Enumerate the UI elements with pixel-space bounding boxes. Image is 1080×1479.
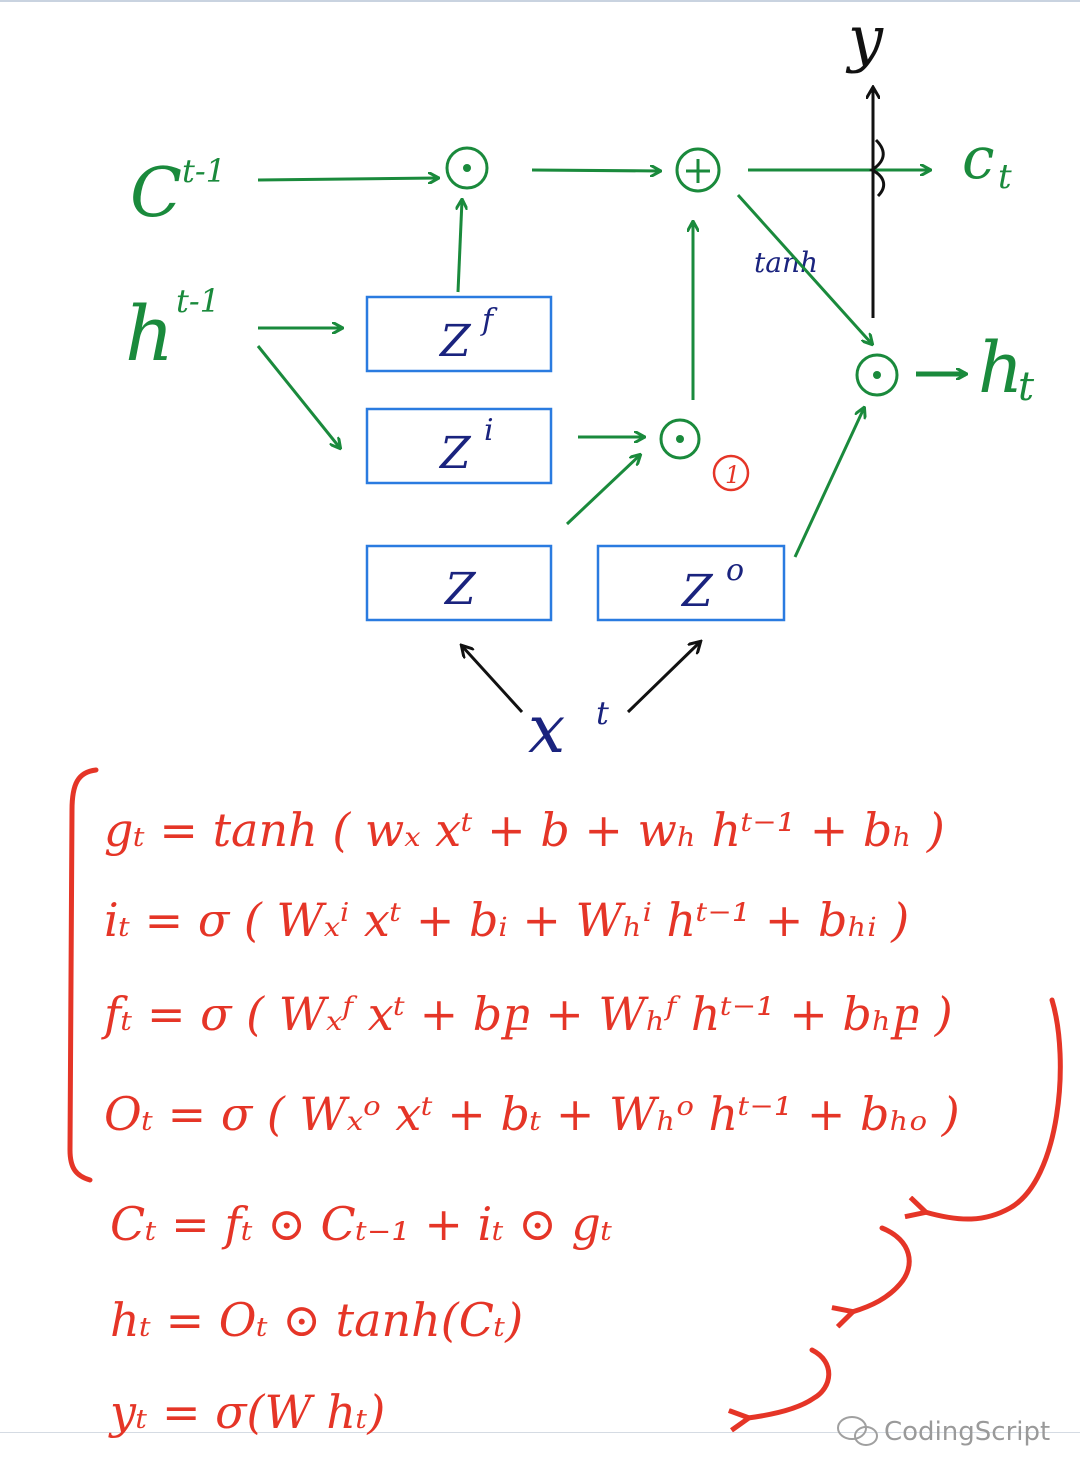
- equation-g: gₜ = tanh ( wₓ xᵗ + b + wₕ hᵗ⁻¹ + bₕ ): [104, 803, 945, 857]
- arrow-x-to-zo: [626, 642, 700, 714]
- green-arrows: [256, 170, 966, 558]
- input-multiply-node: [659, 418, 701, 460]
- forget-multiply-node: [445, 146, 489, 190]
- arrow-x-to-z: [462, 646, 524, 714]
- brace-crossing: [869, 138, 886, 198]
- equation-h: hₜ = Oₜ ⊙ tanh(Cₜ): [110, 1293, 523, 1347]
- arrow-cprev-to-forget: [257, 178, 438, 180]
- arrow-zo-to-outmul: [793, 408, 864, 558]
- c-t-label: c: [962, 124, 994, 192]
- equation-group-bracket: [67, 767, 99, 1183]
- arrow-add-to-outmul-tanh: [736, 193, 872, 344]
- h-t-sub: t: [1018, 364, 1035, 410]
- watermark: CodingScript: [837, 1416, 1050, 1447]
- equations: gₜ = tanh ( wₓ xᵗ + b + wₕ hᵗ⁻¹ + bₕ ) i…: [101, 803, 960, 1439]
- output-multiply-node: [855, 353, 899, 397]
- forget-gate-label: Z: [438, 316, 472, 367]
- bottom-edge-divider: [0, 1432, 1080, 1433]
- equation-i: iₜ = σ ( Wₓⁱ xᵗ + bᵢ + Wₕⁱ hᵗ⁻¹ + bₕᵢ ): [104, 893, 909, 947]
- h-t-label: h: [978, 327, 1023, 409]
- h-prev-label: h: [125, 289, 174, 378]
- output-gate-box: [596, 544, 786, 622]
- svg-text:1: 1: [725, 461, 740, 489]
- top-edge-divider: [0, 0, 1080, 2]
- input-gate-sup: i: [484, 413, 494, 448]
- cell-candidate-label: Z: [443, 564, 477, 615]
- y-output-label: y: [845, 2, 884, 75]
- black-arrows: [462, 88, 886, 714]
- arrow-forget-to-add: [531, 170, 660, 171]
- input-gate-label: Z: [438, 428, 472, 479]
- arrow-zf-to-forget: [458, 200, 462, 293]
- red-annotations: [67, 767, 1063, 1418]
- h-prev-sup: t-1: [176, 282, 220, 320]
- c-prev-sup: t-1: [182, 152, 226, 190]
- wechat-icon: [837, 1416, 878, 1446]
- x-input-label: x: [528, 691, 565, 768]
- equation-y: yₜ = σ(W hₜ): [108, 1385, 385, 1439]
- output-gate-sup: o: [726, 553, 744, 588]
- input-gate-box: [365, 407, 553, 485]
- curve-arrow-to-ht: [852, 1225, 912, 1312]
- equation-o: Oₜ = σ ( Wₓᵒ xᵗ + bₜ + Wₕᵒ hᵗ⁻¹ + bₕₒ ): [104, 1087, 960, 1141]
- forget-gate-box: [365, 295, 553, 373]
- arrow-z-to-inputmul: [565, 455, 640, 526]
- x-input-sup: t: [596, 694, 609, 732]
- equation-c: Cₜ = fₜ ⊙ Cₜ₋₁ + iₜ ⊙ gₜ: [110, 1197, 612, 1251]
- curve-arrow-to-yt: [748, 1347, 832, 1418]
- output-gate-label: Z: [680, 566, 714, 617]
- c-t-sub: t: [998, 157, 1012, 197]
- watermark-text: CodingScript: [884, 1417, 1050, 1447]
- forget-gate-sup: f: [480, 303, 498, 338]
- c-prev-label: C: [130, 154, 182, 233]
- equation-f: fₜ = σ ( Wₓᶠ xᵗ + bբ + Wₕᶠ hᵗ⁻¹ + bₕբ ): [101, 987, 953, 1041]
- arrow-hprev-to-zi: [256, 345, 340, 448]
- add-node: [675, 147, 721, 193]
- curve-arrow-to-ct: [925, 997, 1063, 1222]
- cell-candidate-box: [365, 544, 553, 622]
- note-marker: 1: [712, 454, 750, 492]
